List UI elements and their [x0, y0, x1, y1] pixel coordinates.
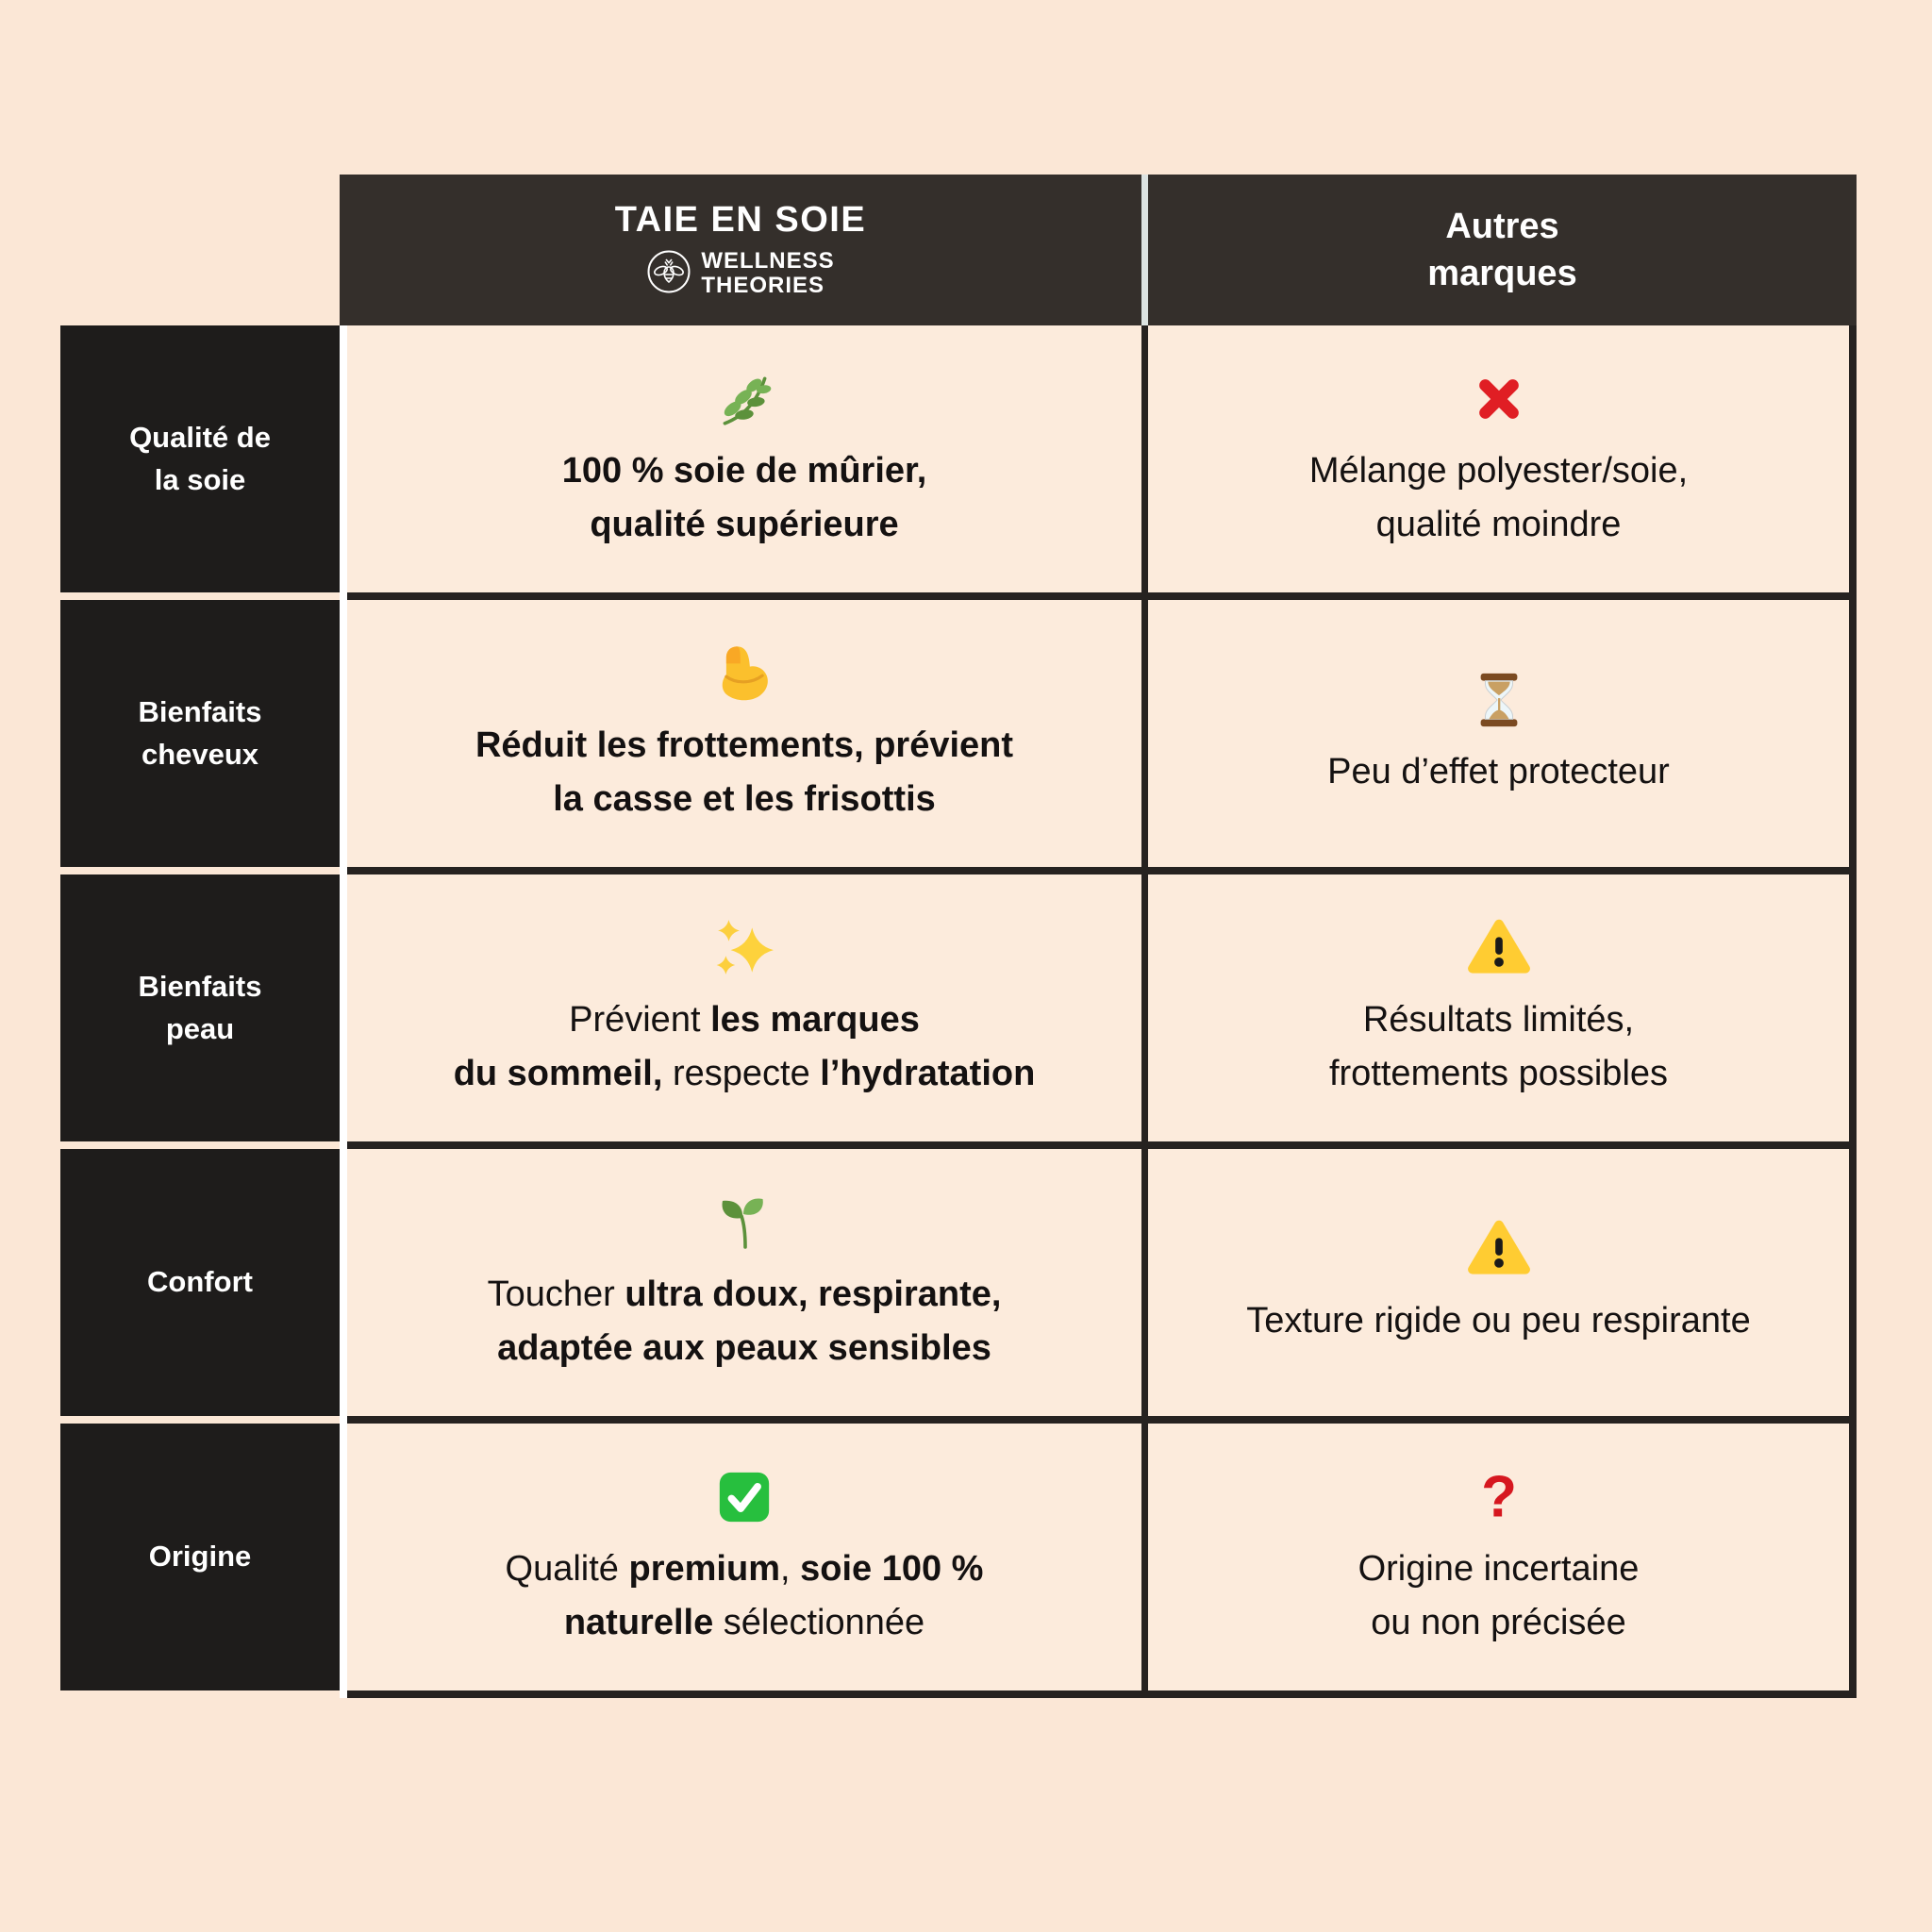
- check-button-icon: [715, 1465, 774, 1529]
- cell-text-line: qualité supérieure: [590, 504, 899, 544]
- table-row-2: Réduit les frottements, prévient la casse…: [347, 600, 1857, 867]
- cell-text-line: Résultats limités,: [1362, 999, 1635, 1040]
- table-row-3: Prévient les marques du sommeil, respecte…: [347, 874, 1857, 1141]
- cell-text: 100 % soie de mûrier, qualité supérieure: [562, 444, 927, 552]
- cell-text-line: Origine incertaine: [1357, 1548, 1640, 1589]
- column-divider: [1141, 1149, 1148, 1416]
- sparkles-icon: [713, 916, 775, 980]
- brand-name-line2: THEORIES: [701, 273, 825, 299]
- other-cell-row-4: Texture rigide ou peu respirante: [1148, 1149, 1849, 1416]
- row-label-4: Confort: [60, 1149, 340, 1416]
- row-label-line: Origine: [148, 1540, 252, 1574]
- cell-text: Qualité premium, soie 100 % naturelle sél…: [506, 1542, 984, 1650]
- cell-text-line: Réduit les frottements, prévient: [475, 724, 1014, 765]
- row-label-line: Confort: [147, 1265, 253, 1299]
- cell-text: Prévient les marques du sommeil, respecte…: [454, 993, 1036, 1101]
- herb-icon: [713, 367, 775, 431]
- other-cell-row-3: Résultats limités, frottements possibles: [1148, 874, 1849, 1141]
- svg-text:?: ?: [1481, 1468, 1517, 1526]
- cell-text-line: ou non précisée: [1371, 1602, 1626, 1642]
- cell-text: Peu d’effet protecteur: [1327, 745, 1670, 799]
- cell-text: Mélange polyester/soie, qualité moindre: [1309, 444, 1688, 552]
- table-row-5: Qualité premium, soie 100 % naturelle sél…: [347, 1424, 1857, 1690]
- brand-cell-row-4: Toucher ultra doux, respirante, adaptée a…: [347, 1149, 1141, 1416]
- cell-text: Toucher ultra doux, respirante, adaptée a…: [488, 1268, 1002, 1375]
- other-cell-row-1: Mélange polyester/soie, qualité moindre: [1148, 325, 1849, 592]
- row-label-line: Qualité de: [129, 421, 271, 455]
- bee-logo-icon: [646, 249, 691, 299]
- question-mark-icon: ?: [1470, 1465, 1528, 1529]
- brand-column-title: TAIE EN SOIE: [614, 200, 867, 241]
- brand-cell-row-5: Qualité premium, soie 100 % naturelle sél…: [347, 1424, 1141, 1690]
- cell-text: Résultats limités, frottements possibles: [1329, 993, 1668, 1101]
- row-label-line: peau: [165, 1011, 235, 1045]
- brand-cell-row-1: 100 % soie de mûrier, qualité supérieure: [347, 325, 1141, 592]
- column-divider: [1141, 325, 1148, 592]
- brand-name-line1: WELLNESS: [701, 248, 835, 275]
- brand-logo-row: WELLNESS THEORIES: [646, 249, 834, 299]
- cell-text: Origine incertaine ou non précisée: [1358, 1542, 1640, 1650]
- table-body: 100 % soie de mûrier, qualité supérieure M…: [347, 325, 1857, 1698]
- table-right-border: [1849, 325, 1857, 592]
- column-divider: [1141, 1424, 1148, 1690]
- other-column-title-line1: Autres: [1445, 206, 1559, 246]
- other-column-title: Autres marques: [1427, 203, 1576, 297]
- cell-text-line: Mélange polyester/soie,: [1308, 450, 1689, 491]
- cell-text: Réduit les frottements, prévient la casse…: [475, 719, 1013, 826]
- column-divider: [1141, 600, 1148, 867]
- muscle-icon: [712, 641, 776, 706]
- cell-text-line: Peu d’effet protecteur: [1327, 752, 1670, 791]
- row-border: [347, 1416, 1857, 1424]
- row-border: [347, 592, 1857, 600]
- cell-text-line: frottements possibles: [1328, 1053, 1669, 1093]
- label-content-gap: [340, 325, 347, 1698]
- table-right-border: [1849, 1149, 1857, 1416]
- row-label-line: Bienfaits: [138, 970, 262, 1004]
- table-right-border: [1849, 1424, 1857, 1690]
- header-other-column: Autres marques: [1148, 175, 1857, 325]
- brand-cell-row-2: Réduit les frottements, prévient la casse…: [347, 600, 1141, 867]
- column-divider: [1141, 874, 1148, 1141]
- cross-mark-icon: [1470, 367, 1528, 431]
- brand-name: WELLNESS THEORIES: [701, 249, 834, 298]
- other-cell-row-2: Peu d’effet protecteur: [1148, 600, 1849, 867]
- cell-text-line: Toucher ultra doux, respirante,: [487, 1274, 1002, 1314]
- brand-cell-row-3: Prévient les marques du sommeil, respecte…: [347, 874, 1141, 1141]
- table-header: TAIE EN SOIE WELLNESS THEORIES: [340, 175, 1857, 325]
- row-label-line: Bienfaits: [138, 695, 262, 729]
- cell-text-line: adaptée aux peaux sensibles: [497, 1327, 991, 1368]
- other-column-title-line2: marques: [1427, 254, 1577, 293]
- cell-text-line: Qualité premium, soie 100 %: [505, 1548, 984, 1589]
- hourglass-icon: [1470, 668, 1528, 732]
- cell-text-line: la casse et les frisottis: [553, 778, 936, 819]
- cell-text-line: Prévient les marques: [569, 999, 920, 1040]
- table-row-4: Toucher ultra doux, respirante, adaptée a…: [347, 1149, 1857, 1416]
- cell-text-line: Texture rigide ou peu respirante: [1246, 1301, 1751, 1341]
- row-border: [347, 1141, 1857, 1149]
- cell-text-line: 100 % soie de mûrier,: [561, 450, 927, 491]
- header-column-divider: [1141, 175, 1148, 325]
- header-brand-column: TAIE EN SOIE WELLNESS THEORIES: [340, 175, 1141, 325]
- table-right-border: [1849, 874, 1857, 1141]
- row-label-line: la soie: [154, 462, 246, 496]
- row-border: [347, 1690, 1857, 1698]
- seedling-icon: [714, 1191, 774, 1255]
- warning-icon: [1467, 1217, 1531, 1281]
- row-label-5: Origine: [60, 1424, 340, 1690]
- cell-text-line: naturelle sélectionnée: [563, 1602, 925, 1642]
- warning-icon: [1467, 916, 1531, 980]
- row-label-1: Qualité de la soie: [60, 325, 340, 592]
- cell-text-line: du sommeil, respecte l’hydratation: [453, 1053, 1036, 1093]
- table-row-1: 100 % soie de mûrier, qualité supérieure M…: [347, 325, 1857, 592]
- cell-text-line: qualité moindre: [1375, 504, 1622, 544]
- row-label-2: Bienfaits cheveux: [60, 600, 340, 867]
- row-border: [347, 867, 1857, 874]
- other-cell-row-5: ? Origine incertaine ou non précisée: [1148, 1424, 1849, 1690]
- table-right-border: [1849, 600, 1857, 867]
- row-label-line: cheveux: [141, 737, 259, 771]
- cell-text: Texture rigide ou peu respirante: [1246, 1294, 1750, 1348]
- row-label-3: Bienfaits peau: [60, 874, 340, 1141]
